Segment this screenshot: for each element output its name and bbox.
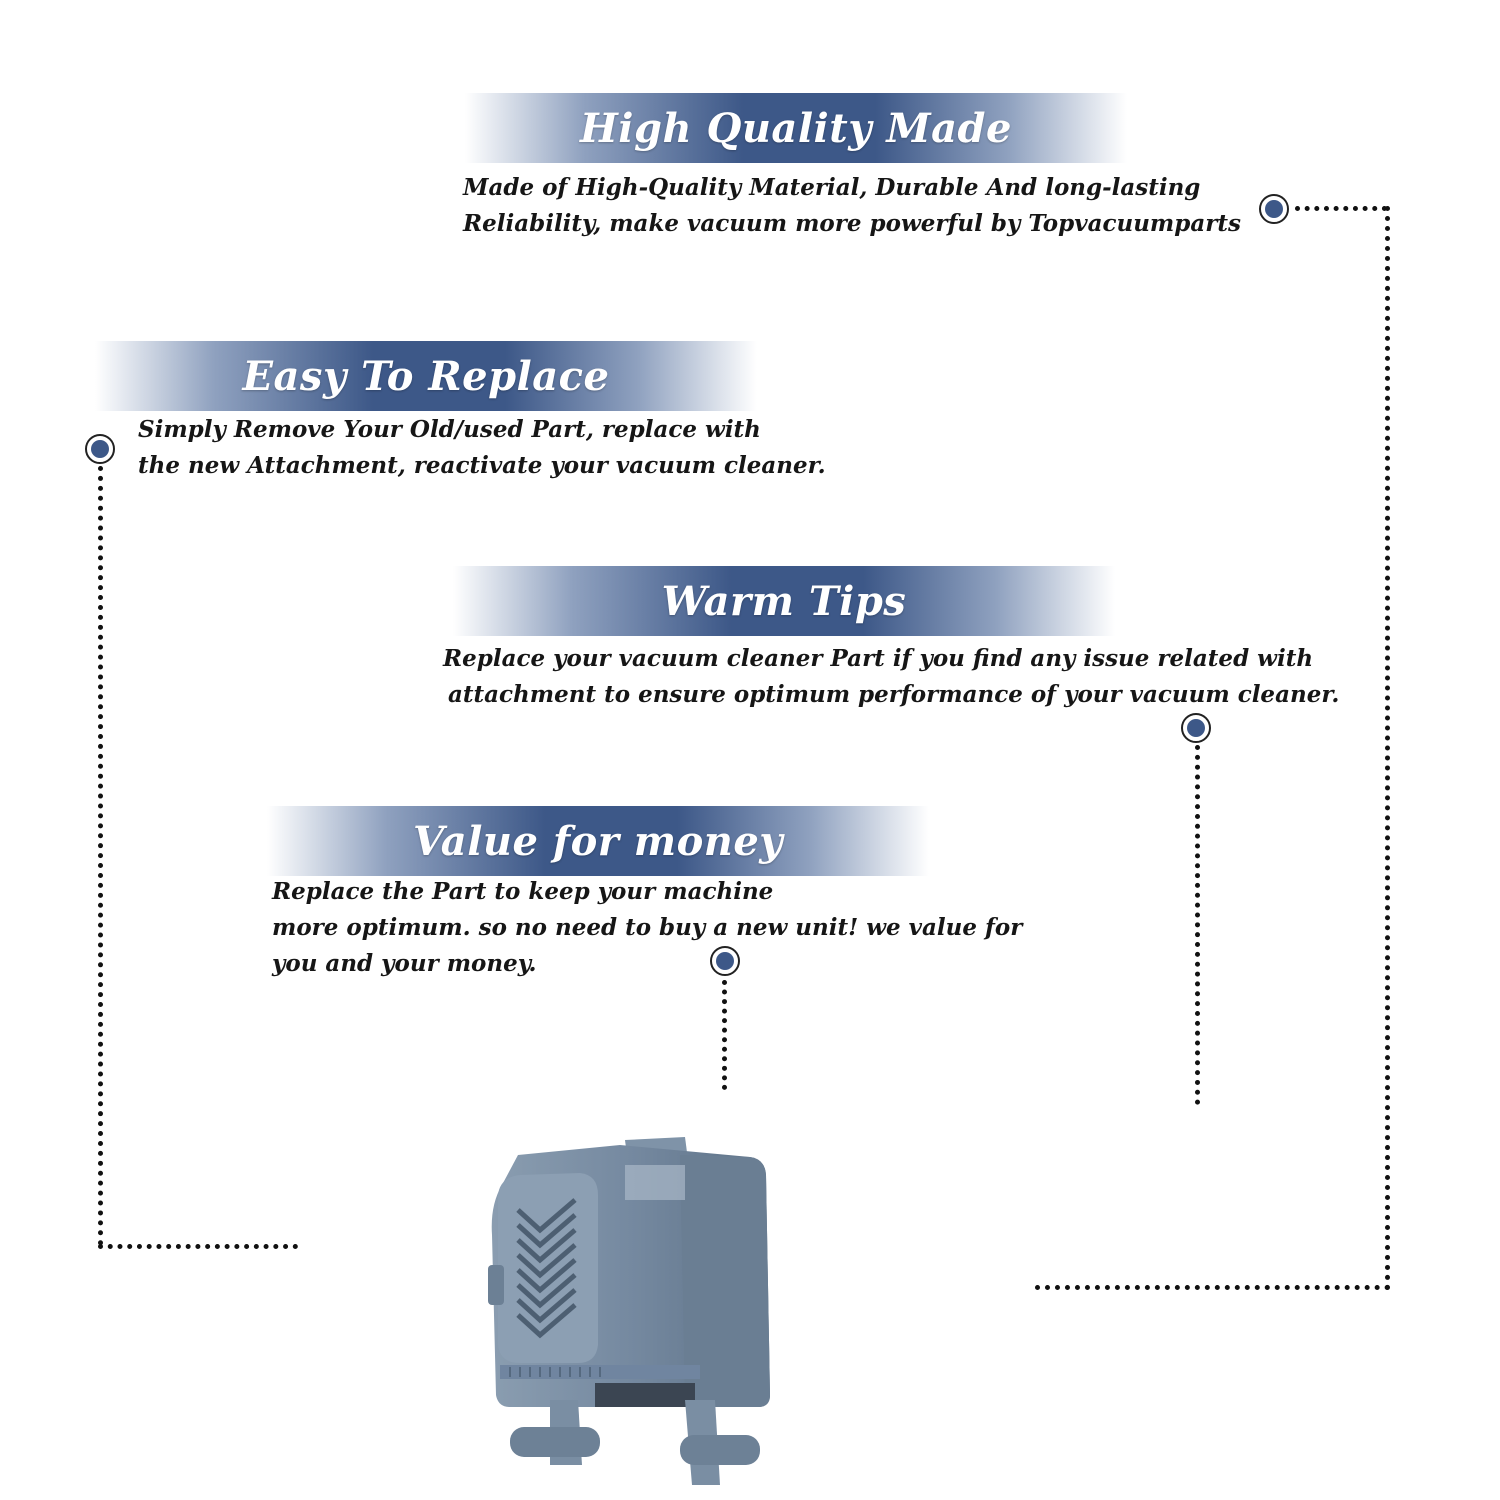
description-line: Made of High-Quality Material, Durable A… [463, 174, 1201, 201]
vacuum-attachment-part-icon [488, 1137, 770, 1485]
feature-banner-easy-replace: Easy To Replace [95, 341, 757, 411]
description-line: you and your money. [272, 950, 537, 977]
description-line: the new Attachment, reactivate your vacu… [138, 452, 826, 479]
bullet-marker-center [1187, 719, 1205, 737]
feature-title: Easy To Replace [242, 352, 610, 400]
feature-banner-warm-tips: Warm Tips [453, 566, 1115, 636]
feature-banner-high-quality: High Quality Made [465, 93, 1127, 163]
dotted-connector [1195, 745, 1205, 1105]
dotted-connector [1035, 1285, 1390, 1295]
bullet-marker-center [716, 952, 734, 970]
dotted-connector [1385, 206, 1395, 1291]
bullet-marker-icon [1181, 713, 1211, 743]
feature-description-easy-replace: Simply Remove Your Old/used Part, replac… [138, 412, 826, 484]
feature-title: High Quality Made [580, 104, 1012, 152]
dotted-connector [98, 466, 108, 1246]
bullet-marker-center [91, 440, 109, 458]
description-line: Replace your vacuum cleaner Part if you … [443, 645, 1314, 672]
description-line: Replace the Part to keep your machine [272, 878, 774, 905]
feature-description-warm-tips: Replace your vacuum cleaner Part if you … [443, 641, 1339, 713]
feature-description-value-money: Replace the Part to keep your machine mo… [272, 874, 1022, 982]
description-line: attachment to ensure optimum performance… [448, 681, 1340, 708]
feature-title: Warm Tips [661, 577, 907, 625]
bullet-marker-center [1265, 200, 1283, 218]
description-line: more optimum. so no need to buy a new un… [272, 914, 1023, 941]
bullet-marker-icon [710, 946, 740, 976]
feature-banner-value-money: Value for money [267, 806, 929, 876]
feature-title: Value for money [412, 817, 784, 865]
description-line: Simply Remove Your Old/used Part, replac… [138, 416, 761, 443]
description-line: Reliability, make vacuum more powerful b… [463, 210, 1241, 237]
dotted-connector [1295, 206, 1387, 216]
dotted-connector [98, 1244, 298, 1254]
feature-description-high-quality: Made of High-Quality Material, Durable A… [463, 170, 1241, 242]
bullet-marker-icon [85, 434, 115, 464]
dotted-connector [722, 980, 732, 1090]
bullet-marker-icon [1259, 194, 1289, 224]
